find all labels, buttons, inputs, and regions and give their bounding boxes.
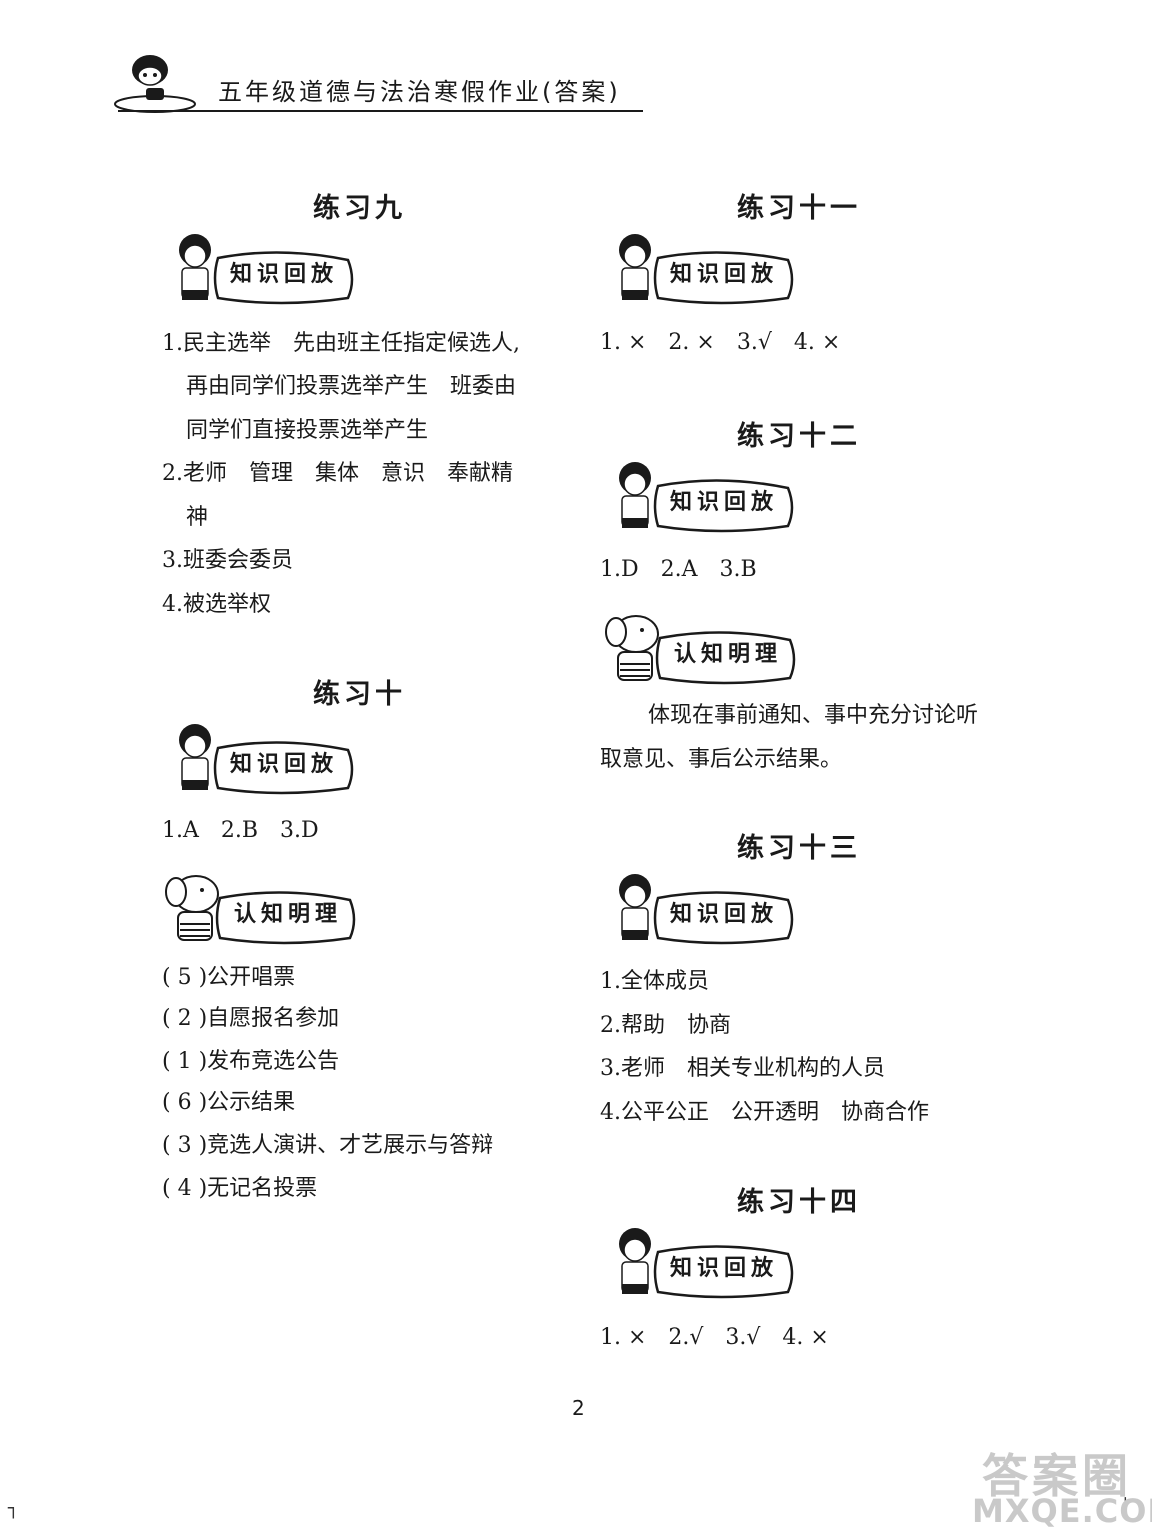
ex13-line-1: 1.全体成员 (600, 969, 709, 994)
crop-mark-icon: │ (1120, 1498, 1131, 1519)
exercise-13-title: 练习十三 (737, 833, 861, 864)
crop-mark-icon: ┐ (8, 1498, 19, 1519)
badge-label: 知识回放 (670, 902, 779, 927)
ex9-line-1: 1.民主选举 先由班主任指定候选人, (162, 331, 520, 356)
ex9-line-6: 3.班委会委员 (162, 548, 293, 573)
ex13-line-2: 2.帮助 协商 (600, 1013, 731, 1038)
badge-label: 知识回放 (670, 262, 779, 287)
order-item-2: ( 2 )自愿报名参加 (162, 1006, 340, 1031)
page-header: 五年级道德与法治寒假作业(答案) (100, 50, 645, 120)
ex9-line-3: 同学们直接投票选举产生 (186, 418, 429, 443)
girl-mascot-icon (619, 1228, 794, 1299)
ex14-answers: 1. × 2.√ 3.√ 4. × (600, 1325, 829, 1350)
watermark-top: 答案圈 (982, 1449, 1132, 1503)
knowledge-review-badge: 知识回放 (600, 456, 800, 536)
girl-mascot-icon (179, 234, 354, 305)
knowledge-review-badge: 知识回放 (160, 718, 360, 798)
watermark-bottom: MXQE.COM (972, 1492, 1152, 1530)
header-rule (118, 110, 643, 112)
elephant-mascot-icon (605, 615, 796, 685)
elephant-mascot-icon (165, 875, 356, 945)
ex11-answers: 1. × 2. × 3.√ 4. × (600, 330, 841, 355)
knowledge-review-badge: 知识回放 (600, 228, 800, 308)
mascot-body-icon (114, 88, 196, 113)
order-item-4: ( 6 )公示结果 (162, 1090, 296, 1115)
ex12-para-line-1: 体现在事前通知、事中充分讨论听 (648, 703, 979, 728)
order-item-6: ( 4 )无记名投票 (162, 1176, 318, 1201)
exercise-14-title: 练习十四 (737, 1187, 861, 1218)
exercise-10-title: 练习十 (313, 679, 406, 710)
ex9-line-2: 再由同学们投票选举产生 班委由 (186, 374, 517, 399)
watermark: 答案圈 MXQE.COM (960, 1440, 1152, 1530)
header-title: 五年级道德与法治寒假作业(答案) (218, 78, 621, 106)
ex10-answers: 1.A 2.B 3.D (162, 818, 319, 843)
badge-label: 认知明理 (234, 902, 343, 927)
order-item-1: ( 5 )公开唱票 (162, 965, 296, 990)
knowledge-review-badge: 知识回放 (600, 868, 800, 948)
exercise-9-title: 练习九 (313, 193, 406, 224)
girl-mascot-icon (619, 234, 794, 305)
ex13-line-3: 3.老师 相关专业机构的人员 (600, 1056, 885, 1081)
ex9-line-4: 2.老师 管理 集体 意识 奉献精 (162, 461, 513, 486)
exercise-11-title: 练习十一 (737, 193, 861, 224)
ex12-para-line-2: 取意见、事后公示结果。 (600, 747, 843, 772)
badge-label: 知识回放 (230, 752, 339, 777)
exercise-12-title: 练习十二 (737, 421, 861, 452)
knowledge-review-badge: 知识回放 (160, 228, 360, 308)
girl-mascot-icon (179, 724, 354, 795)
badge-label: 认知明理 (674, 642, 783, 667)
reasoning-badge: 认知明理 (158, 868, 358, 948)
ex9-line-5: 神 (186, 505, 209, 530)
mascot-head-icon (132, 55, 168, 86)
order-item-3: ( 1 )发布竞选公告 (162, 1049, 340, 1074)
reasoning-badge: 认知明理 (598, 608, 798, 688)
ex12-answers: 1.D 2.A 3.B (600, 557, 757, 582)
badge-label: 知识回放 (670, 490, 779, 515)
girl-mascot-icon (619, 462, 794, 533)
badge-label: 知识回放 (670, 1256, 779, 1281)
order-item-5: ( 3 )竞选人演讲、才艺展示与答辩 (162, 1133, 494, 1158)
knowledge-review-badge: 知识回放 (600, 1222, 800, 1302)
ex13-line-4: 4.公平公正 公开透明 协商合作 (600, 1100, 929, 1125)
badge-label: 知识回放 (230, 262, 339, 287)
page-number: 2 (572, 1396, 585, 1420)
ex9-line-7: 4.被选举权 (162, 592, 271, 617)
girl-mascot-icon (619, 874, 794, 945)
